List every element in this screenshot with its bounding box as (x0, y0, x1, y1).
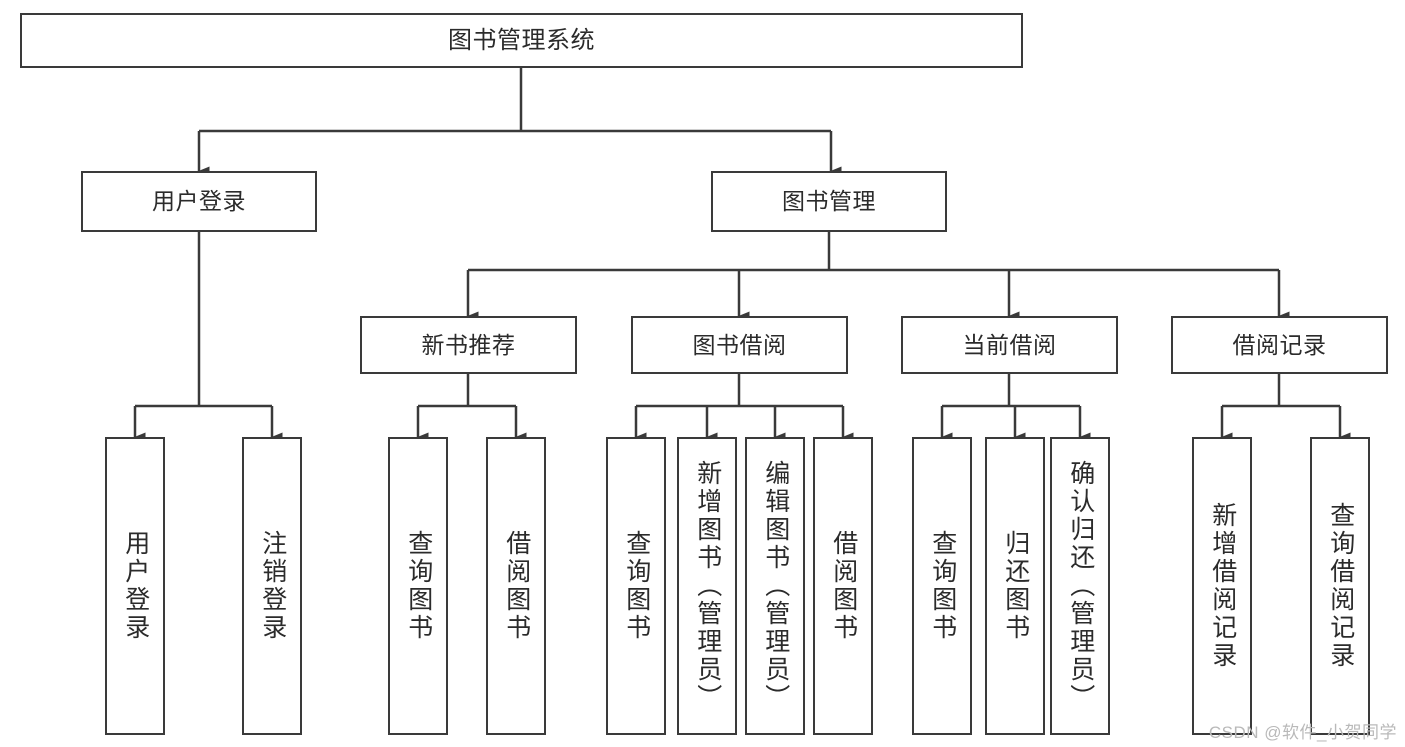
node-new-book-recommend-label: 新书推荐 (421, 331, 516, 358)
node-leaf-query-borrow-record-label: 查询借阅记录 (1326, 502, 1355, 670)
node-user-login-label: 用户登录 (152, 188, 246, 215)
node-borrow-record[interactable]: 借阅记录 (1171, 316, 1388, 374)
node-leaf-query-book-2-label: 查询图书 (622, 530, 651, 642)
node-leaf-user-logout[interactable]: 注销登录 (242, 437, 302, 735)
node-new-book-recommend[interactable]: 新书推荐 (360, 316, 577, 374)
node-leaf-query-book-1-label: 查询图书 (404, 530, 433, 642)
node-leaf-query-borrow-record[interactable]: 查询借阅记录 (1310, 437, 1370, 735)
node-borrow-record-label: 借阅记录 (1232, 331, 1327, 358)
node-leaf-add-borrow-record[interactable]: 新增借阅记录 (1192, 437, 1252, 735)
node-root[interactable]: 图书管理系统 (20, 13, 1023, 68)
node-leaf-add-borrow-record-label: 新增借阅记录 (1208, 502, 1237, 670)
node-book-borrow[interactable]: 图书借阅 (631, 316, 848, 374)
node-book-manage-label: 图书管理 (782, 188, 876, 215)
node-leaf-borrow-book-2[interactable]: 借阅图书 (813, 437, 873, 735)
node-leaf-edit-book-admin[interactable]: 编辑图书（管理员） (745, 437, 805, 735)
node-leaf-user-login[interactable]: 用户登录 (105, 437, 165, 735)
watermark-text: CSDN @软件_小贺同学 (1208, 723, 1397, 742)
node-leaf-edit-book-admin-label: 编辑图书（管理员） (761, 460, 790, 712)
node-leaf-query-book-1[interactable]: 查询图书 (388, 437, 448, 735)
node-book-borrow-label: 图书借阅 (692, 331, 787, 358)
node-current-borrow[interactable]: 当前借阅 (901, 316, 1118, 374)
node-leaf-return-book-label: 归还图书 (1001, 530, 1030, 642)
node-leaf-confirm-return-admin-label: 确认归还（管理员） (1066, 460, 1095, 712)
node-leaf-borrow-book-2-label: 借阅图书 (829, 530, 858, 642)
node-leaf-return-book[interactable]: 归还图书 (985, 437, 1045, 735)
node-user-login[interactable]: 用户登录 (81, 171, 317, 232)
node-leaf-user-login-label: 用户登录 (121, 530, 150, 642)
node-current-borrow-label: 当前借阅 (962, 331, 1057, 358)
node-leaf-confirm-return-admin[interactable]: 确认归还（管理员） (1050, 437, 1110, 735)
node-leaf-add-book-admin[interactable]: 新增图书（管理员） (677, 437, 737, 735)
node-leaf-query-book-2[interactable]: 查询图书 (606, 437, 666, 735)
node-leaf-borrow-book-1-label: 借阅图书 (502, 530, 531, 642)
node-leaf-query-book-3[interactable]: 查询图书 (912, 437, 972, 735)
node-book-manage[interactable]: 图书管理 (711, 171, 947, 232)
node-leaf-add-book-admin-label: 新增图书（管理员） (693, 460, 722, 712)
node-leaf-query-book-3-label: 查询图书 (928, 530, 957, 642)
node-root-label: 图书管理系统 (448, 26, 595, 54)
node-leaf-borrow-book-1[interactable]: 借阅图书 (486, 437, 546, 735)
node-leaf-user-logout-label: 注销登录 (258, 530, 287, 642)
